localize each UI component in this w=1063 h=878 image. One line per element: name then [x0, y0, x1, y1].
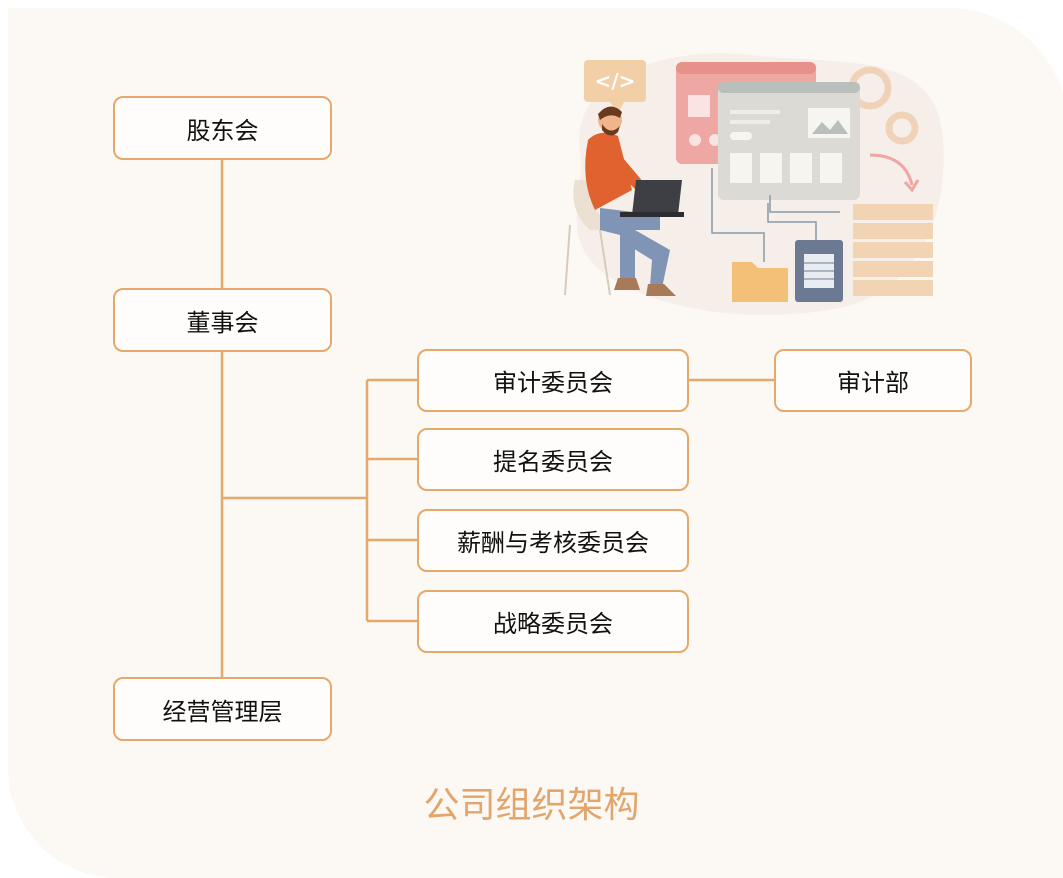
node-board: 董事会 — [113, 288, 332, 352]
laptop — [620, 180, 684, 217]
node-board-label: 董事会 — [186, 308, 259, 337]
diagram-caption: 公司组织架构 — [423, 785, 640, 826]
document-table-icon — [795, 240, 843, 302]
developer-person — [564, 106, 676, 296]
node-strategy-committee-label: 战略委员会 — [493, 610, 613, 638]
arrow-icon — [869, 153, 914, 186]
node-compensation-committee: 薪酬与考核委员会 — [417, 509, 689, 572]
code-tag-text: </> — [595, 69, 636, 93]
node-shareholders: 股东会 — [113, 96, 332, 160]
code-bubble: </> — [584, 60, 646, 114]
node-strategy-committee: 战略委员会 — [417, 590, 689, 653]
node-audit-committee-label: 审计委员会 — [493, 369, 613, 397]
server-stack — [853, 204, 933, 296]
browser-window-front — [718, 82, 860, 200]
folder-icon — [732, 262, 788, 302]
node-nomination-committee: 提名委员会 — [417, 428, 689, 491]
node-management-label: 经营管理层 — [162, 697, 283, 726]
node-nomination-committee-label: 提名委员会 — [493, 448, 613, 476]
node-audit-department-label: 审计部 — [837, 369, 909, 397]
node-audit-committee: 审计委员会 — [417, 349, 689, 412]
node-management: 经营管理层 — [113, 677, 332, 741]
node-audit-department: 审计部 — [774, 349, 972, 412]
node-shareholders-label: 股东会 — [186, 116, 259, 145]
developer-illustration: </> — [564, 53, 944, 315]
node-compensation-committee-label: 薪酬与考核委员会 — [457, 529, 649, 557]
